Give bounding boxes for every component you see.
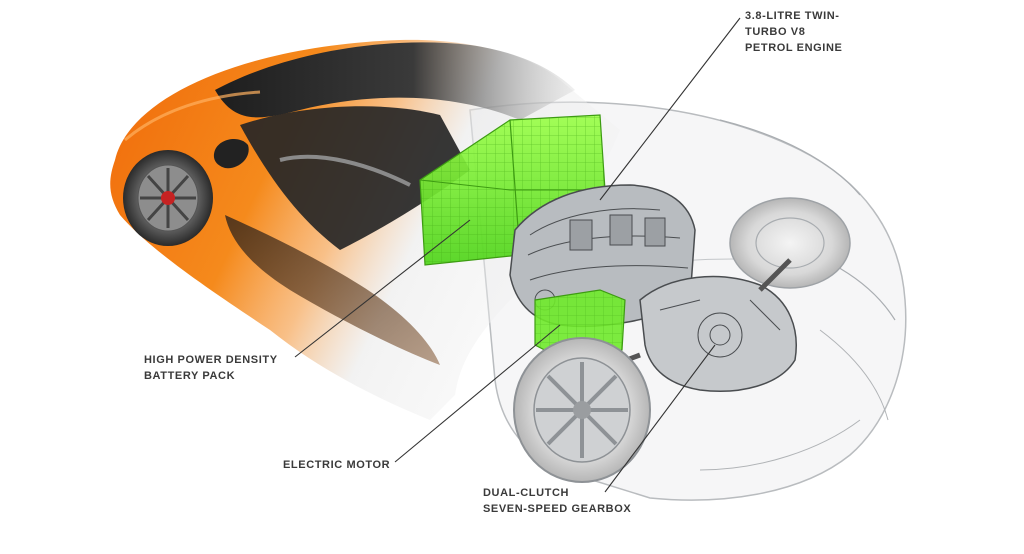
motor-label: ELECTRIC MOTOR	[283, 457, 390, 473]
engine-label-line-3: PETROL ENGINE	[745, 42, 843, 54]
battery-label-line-2: BATTERY PACK	[144, 370, 236, 382]
motor-leader-line	[394, 324, 561, 463]
gearbox-label-line-2: SEVEN-SPEED GEARBOX	[483, 503, 632, 515]
engine-label: 3.8-LITRE TWIN- TURBO V8 PETROL ENGINE	[745, 8, 842, 56]
engine-label-line-2: TURBO V8	[745, 26, 806, 38]
rear-left-wheel	[513, 337, 651, 483]
v8-engine	[509, 184, 696, 328]
gearbox-leader-line	[604, 344, 716, 493]
battery-label: HIGH POWER DENSITY BATTERY PACK	[144, 352, 278, 384]
engine-leader-line	[599, 17, 741, 201]
battery-label-line-1: HIGH POWER DENSITY	[144, 354, 278, 366]
gearbox-label-line-1: DUAL-CLUTCH	[483, 487, 570, 499]
motor-label-line-1: ELECTRIC MOTOR	[283, 459, 391, 471]
engine-label-line-1: 3.8-LITRE TWIN-	[745, 10, 840, 22]
front-left-wheel	[123, 150, 213, 246]
battery-leader-line	[294, 219, 471, 358]
rear-right-wheel	[729, 197, 851, 289]
leader-lines	[294, 17, 741, 493]
gearbox-label: DUAL-CLUTCH SEVEN-SPEED GEARBOX	[483, 485, 631, 517]
